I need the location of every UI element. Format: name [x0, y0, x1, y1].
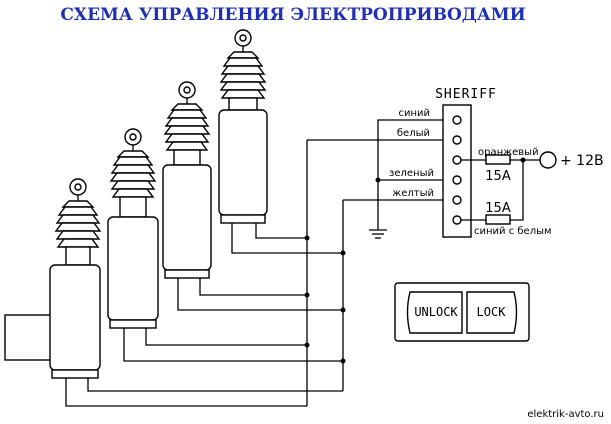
watermark: elektrik-avto.ru: [527, 409, 604, 420]
actuator-1: [4, 178, 102, 379]
wire-label-yellow: желтый: [392, 188, 434, 199]
unlock-label: UNLOCK: [414, 305, 458, 319]
wire-label-blue: синий: [398, 108, 430, 119]
door-lock-switch: UNLOCK LOCK: [394, 282, 530, 342]
wire-label-green: зеленый: [389, 168, 434, 179]
fuse-top: [485, 154, 511, 165]
supply-terminal-icon: [539, 151, 557, 169]
fuse-bottom-label: 15А: [485, 201, 511, 216]
wire-label-blue-white: синий с белым: [474, 226, 552, 237]
actuator-2: [107, 128, 159, 329]
actuator-3: [162, 81, 212, 279]
fuse-bottom: [485, 214, 511, 225]
wire-label-white: белый: [397, 128, 430, 139]
diagram-title: СХЕМА УПРАВЛЕНИЯ ЭЛЕКТРОПРИВОДАМИ: [60, 5, 525, 25]
unlock-button[interactable]: [406, 291, 463, 334]
lock-button[interactable]: [466, 291, 518, 334]
actuator-4: [218, 29, 268, 224]
supply-voltage: + 12В: [560, 153, 604, 169]
sheriff-controller: SHERIFF: [435, 87, 497, 238]
lock-label: LOCK: [477, 305, 507, 319]
controller-brand: SHERIFF: [435, 87, 497, 102]
wire-label-orange: оранжевый: [478, 147, 539, 158]
fuse-top-label: 15А: [485, 169, 511, 184]
